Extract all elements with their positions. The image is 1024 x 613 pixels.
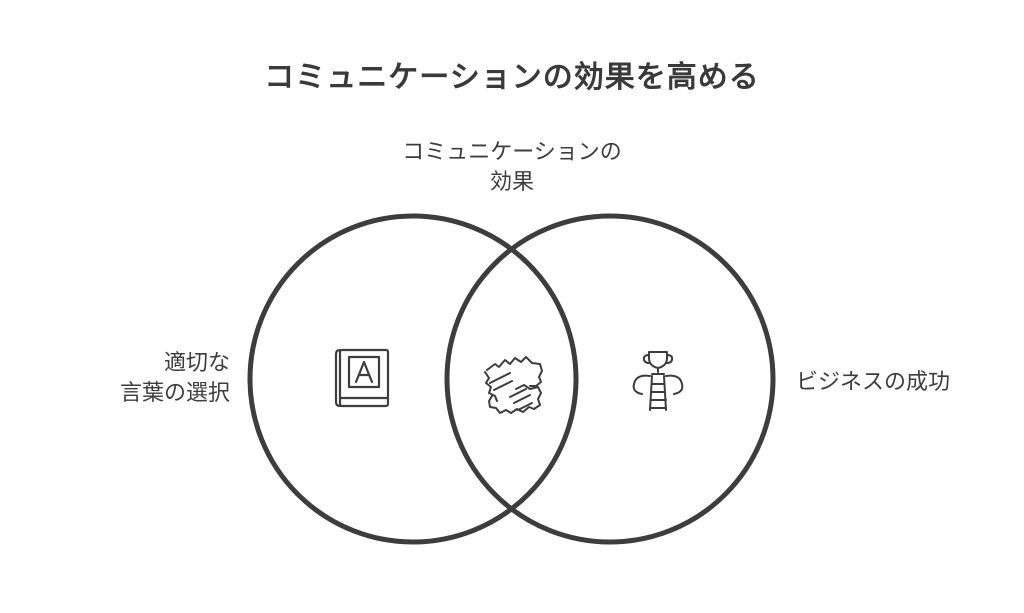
left-circle-label: 適切な 言葉の選択 — [80, 349, 230, 409]
intersection-label-line2: 効果 — [489, 170, 534, 195]
intersection-label-line1: コミュニケーションの — [402, 140, 622, 165]
fist-bump-icon — [484, 356, 543, 414]
diagram-title: コミュニケーションの効果を高める — [264, 60, 760, 95]
left-label-line1: 適切な — [163, 351, 230, 376]
intersection-label: コミュニケーションの 効果 — [362, 138, 662, 198]
left-circle — [247, 213, 579, 545]
right-circle-label: ビジネスの成功 — [796, 370, 951, 395]
trophy-ladder-icon — [632, 351, 684, 411]
book-icon — [334, 348, 390, 408]
left-label-line2: 言葉の選択 — [119, 381, 230, 406]
right-circle — [444, 213, 776, 545]
